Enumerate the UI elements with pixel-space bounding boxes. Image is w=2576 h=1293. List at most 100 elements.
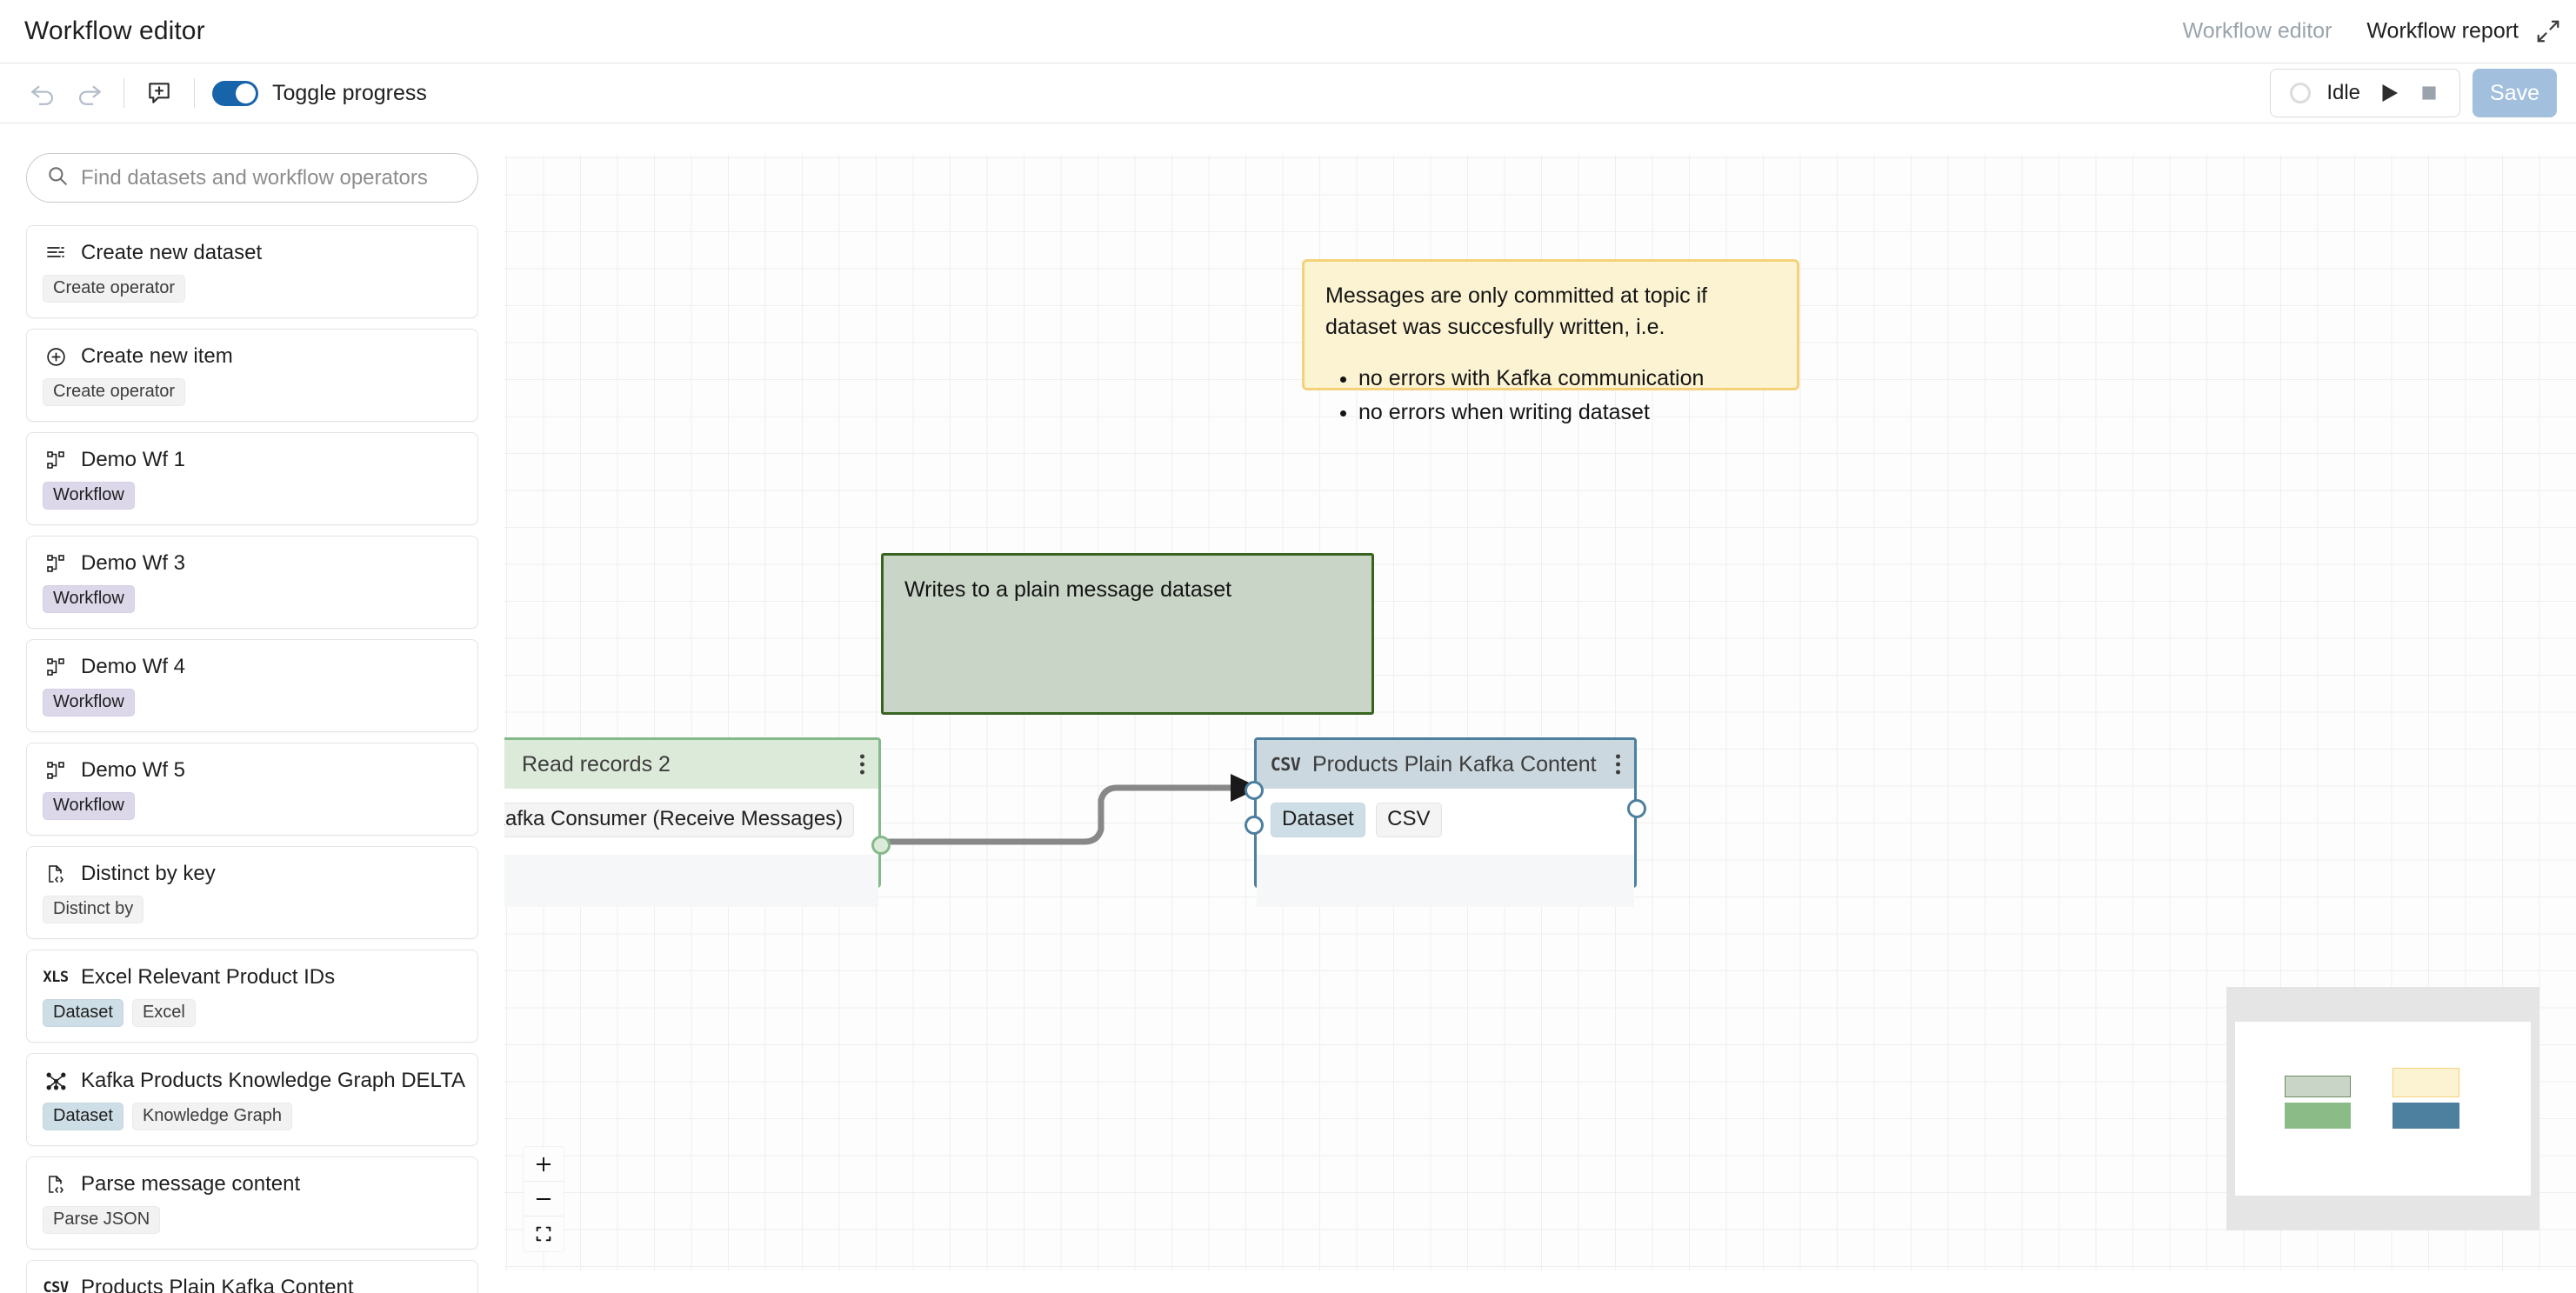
undo-icon[interactable] (21, 70, 66, 116)
toggle-progress-label: Toggle progress (272, 80, 427, 105)
node-footer (1257, 855, 1634, 907)
kebab-menu-icon[interactable] (1616, 754, 1620, 775)
node-read-records-2[interactable]: Read records 2 Kafka Consumer (Receive M… (504, 737, 891, 907)
list-item-label: Demo Wf 3 (81, 551, 186, 575)
list-item-tag: Create operator (43, 275, 186, 303)
list-item-label: Create new item (81, 344, 233, 368)
run-controls: Idle (2270, 69, 2461, 117)
node-footer (504, 855, 878, 907)
xls-badge-icon: XLS (43, 964, 69, 990)
search-box[interactable] (26, 153, 478, 203)
comment-green-text: Writes to a plain message dataset (904, 577, 1232, 602)
node-chip-operator: Kafka Consumer (Receive Messages) (504, 803, 855, 837)
list-item[interactable]: XLS Excel Relevant Product IDs Dataset E… (26, 950, 478, 1043)
minimap-shape-yellow-comment (2392, 1068, 2459, 1097)
zoom-out-button[interactable] (524, 1182, 564, 1216)
csv-badge-label: CSV (1270, 754, 1301, 775)
play-icon[interactable] (2376, 80, 2402, 106)
list-item-tag: Workflow (43, 689, 135, 716)
file-code-icon (43, 1171, 69, 1197)
add-comment-icon[interactable] (137, 70, 182, 116)
comment-green[interactable]: Writes to a plain message dataset (881, 553, 1374, 715)
tab-workflow-editor[interactable]: Workflow editor (2182, 18, 2332, 43)
list-item-tag: Excel (131, 999, 196, 1027)
workflow-canvas[interactable]: Writes to a plain message dataset Messag… (504, 155, 2576, 1270)
workflow-icon (43, 654, 69, 680)
status-indicator-icon (2290, 83, 2312, 103)
list-item[interactable]: Kafka Products Knowledge Graph DELTA Dat… (26, 1053, 478, 1146)
list-item-label: Demo Wf 1 (81, 448, 186, 471)
list-item-tag: Distinct by (43, 896, 144, 923)
list-item-tag: Dataset (43, 999, 123, 1027)
csv-badge-icon: CSV (43, 1275, 69, 1293)
node-header: Read records 2 (504, 740, 878, 789)
list-item-label: Excel Relevant Product IDs (81, 965, 336, 989)
redo-icon[interactable] (66, 70, 111, 116)
save-button[interactable]: Save (2473, 69, 2557, 117)
node-header: CSV Products Plain Kafka Content (1257, 740, 1634, 789)
file-code-icon (504, 751, 508, 777)
minimap[interactable] (2226, 987, 2539, 1230)
list-item-label: Parse message content (81, 1172, 301, 1196)
node-output-port[interactable] (871, 836, 891, 855)
list-item[interactable]: Create new item Create operator (26, 329, 478, 422)
list-item-tag: Dataset (43, 1103, 123, 1130)
page-title: Workflow editor (24, 17, 205, 45)
title-bar: Workflow editor Workflow editor Workflow… (0, 0, 2576, 63)
operator-list: Create new dataset Create operator Creat… (0, 225, 504, 1293)
minimap-shape-green-node (2285, 1103, 2351, 1129)
list-item[interactable]: Distinct by key Distinct by (26, 846, 478, 939)
node-tag-format: CSV (1376, 803, 1442, 837)
list-item[interactable]: CSV Products Plain Kafka Content Dataset… (26, 1260, 478, 1293)
toolbar: Toggle progress Idle Save (0, 63, 2576, 123)
collapse-diagonal-icon[interactable] (2531, 14, 2566, 49)
sidebar: Create new dataset Create operator Creat… (0, 123, 504, 1293)
csv-badge-label: CSV (43, 1279, 69, 1293)
list-item-label: Distinct by key (81, 862, 216, 885)
workflow-icon (43, 757, 69, 783)
list-item[interactable]: Demo Wf 5 Workflow (26, 743, 478, 836)
node-input-port-top[interactable] (1245, 781, 1264, 800)
stop-icon[interactable] (2418, 82, 2440, 104)
search-icon (46, 164, 69, 191)
file-code-icon (43, 861, 69, 887)
tab-workflow-report[interactable]: Workflow report (2366, 18, 2519, 43)
list-item-tag: Workflow (43, 585, 135, 613)
workflow-icon (43, 550, 69, 577)
fit-view-button[interactable] (524, 1216, 564, 1251)
search-input[interactable] (81, 165, 458, 190)
plus-circle-icon (43, 343, 69, 370)
node-tag-dataset: Dataset (1271, 803, 1365, 837)
knowledge-graph-icon (43, 1068, 69, 1094)
node-products-plain-kafka-content[interactable]: CSV Products Plain Kafka Content Dataset… (1245, 737, 1646, 907)
list-item-label: Kafka Products Knowledge Graph DELTA (81, 1069, 466, 1092)
list-item[interactable]: Demo Wf 1 Workflow (26, 432, 478, 525)
xls-badge-label: XLS (43, 969, 69, 986)
list-item-tag: Knowledge Graph (131, 1103, 293, 1130)
list-item-tag: Parse JSON (43, 1206, 161, 1234)
node-output-port[interactable] (1627, 799, 1646, 818)
comment-yellow-bullet: no errors with Kafka communication (1358, 362, 1776, 396)
list-item[interactable]: Create new dataset Create operator (26, 225, 478, 318)
zoom-in-button[interactable] (524, 1147, 564, 1182)
list-item[interactable]: Demo Wf 4 Workflow (26, 639, 478, 732)
node-input-port-bottom[interactable] (1245, 816, 1264, 835)
toolbar-right-group: Idle Save (2270, 69, 2557, 117)
zoom-controls (524, 1147, 564, 1251)
comment-yellow[interactable]: Messages are only committed at topic if … (1302, 259, 1799, 424)
node-body: Dataset CSV (1257, 789, 1634, 855)
toolbar-divider-2 (194, 78, 195, 108)
list-item[interactable]: Demo Wf 3 Workflow (26, 536, 478, 629)
minimap-shape-green-comment (2285, 1076, 2351, 1097)
toggle-progress-control[interactable]: Toggle progress (212, 80, 427, 106)
list-item-tag: Workflow (43, 792, 135, 820)
toggle-progress-switch[interactable] (212, 80, 258, 106)
list-item-label: Demo Wf 4 (81, 655, 186, 678)
workflow-icon (43, 447, 69, 473)
kebab-menu-icon[interactable] (860, 754, 864, 775)
status-badge: Idle (2326, 81, 2361, 104)
toolbar-divider-1 (123, 78, 124, 108)
node-title: Read records 2 (522, 751, 671, 776)
list-item[interactable]: Parse message content Parse JSON (26, 1156, 478, 1250)
minimap-viewport (2235, 1022, 2531, 1196)
